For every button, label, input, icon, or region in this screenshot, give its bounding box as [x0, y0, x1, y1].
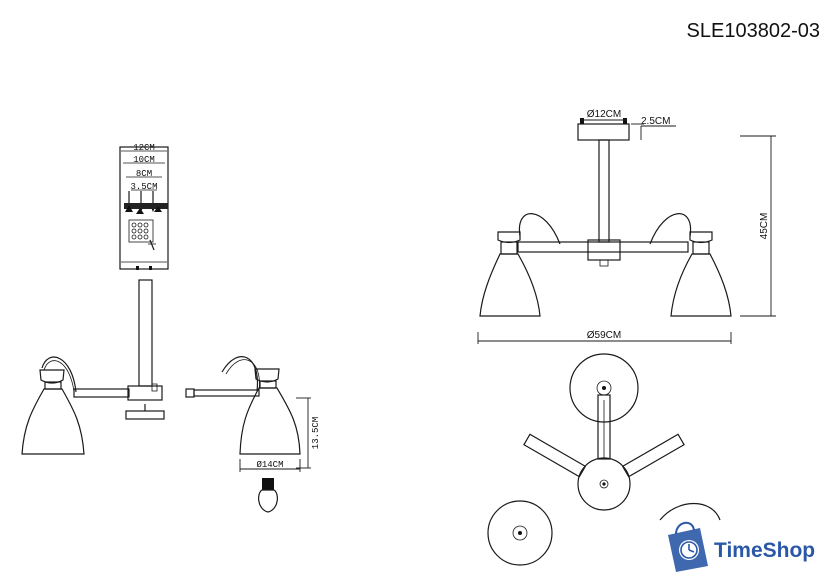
front-rod: [598, 139, 610, 243]
shopping-bag-clock-icon: [668, 521, 708, 572]
shade-right: [221, 356, 301, 455]
shade-left: [21, 356, 85, 455]
left-exploded-view: 12CM 10CM 8CM 3.5CM: [21, 143, 321, 513]
total-height-label: 45CM: [759, 213, 770, 240]
top-shade-top: [569, 353, 639, 423]
shade-height-label: 13.5CM: [311, 417, 321, 449]
watermark: TimeShop: [668, 521, 815, 572]
shade-diameter-label: Ø14CM: [256, 460, 283, 470]
canopy-diameter-label: Ø12CM: [587, 109, 621, 120]
front-view: Ø12CM 2.5CM 45CM: [477, 109, 776, 344]
watermark-brand: TimeShop: [714, 539, 815, 562]
top-shade-right: [659, 502, 721, 521]
center-rod: [138, 279, 153, 387]
arm-left: [73, 388, 130, 398]
canopy: [577, 123, 630, 141]
mounting-screws-icon: [124, 191, 168, 214]
canopy-thickness-label: 2.5CM: [641, 116, 670, 127]
bottom-cap: [125, 410, 165, 420]
canopy-dim-8: 8CM: [136, 169, 152, 179]
front-shade-left: [479, 213, 561, 317]
total-diameter-label: Ø59CM: [587, 330, 621, 341]
top-shade-left: [487, 500, 553, 566]
terminal-block-icon: [128, 219, 156, 251]
top-view: [487, 353, 721, 566]
front-arm: [517, 241, 689, 253]
canopy-dim-12: 12CM: [133, 143, 155, 153]
arm-right: [193, 389, 260, 397]
canopy-dim-10: 10CM: [133, 155, 155, 165]
canopy-dim-3-5: 3.5CM: [130, 182, 157, 192]
bulb-icon: [258, 478, 278, 513]
hub: [127, 385, 163, 401]
front-hub: [587, 239, 621, 261]
front-shade-right: [649, 213, 732, 317]
model-code: SLE103802-03: [687, 20, 820, 42]
